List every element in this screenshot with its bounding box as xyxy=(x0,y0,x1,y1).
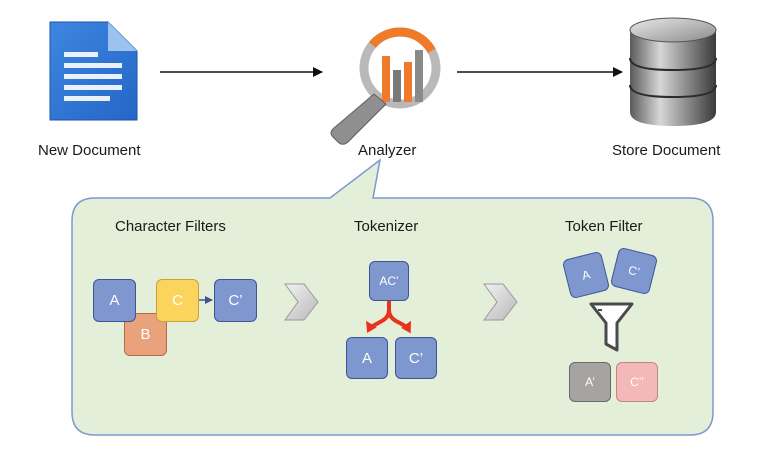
stage-chevron-1 xyxy=(284,283,319,321)
tokenizer-input-tile: AC’ xyxy=(369,261,409,301)
tokenizer-title: Tokenizer xyxy=(354,218,419,235)
token-filter-output-c: C’’ xyxy=(616,362,658,402)
stage-chevron-2 xyxy=(483,283,518,321)
char-tile-a: A xyxy=(93,279,136,322)
document-icon xyxy=(49,21,138,121)
funnel-icon xyxy=(589,302,634,352)
character-filters-title: Character Filters xyxy=(115,218,226,235)
token-filter-title: Token Filter xyxy=(565,218,643,235)
database-icon xyxy=(629,17,717,126)
char-tile-c: C xyxy=(156,279,199,322)
tokenizer-split-arrows xyxy=(366,298,411,334)
analyzer-label: Analyzer xyxy=(358,142,417,159)
tokenizer-tile-c-prime: C’ xyxy=(395,337,437,379)
store-document-label: Store Document xyxy=(612,142,721,159)
token-filter-output-a: A’ xyxy=(569,362,611,402)
tokenizer-tile-a: A xyxy=(346,337,388,379)
char-tile-c-prime: C’ xyxy=(214,279,257,322)
new-document-label: New Document xyxy=(38,142,141,159)
magnifier-chart-icon xyxy=(330,27,441,145)
